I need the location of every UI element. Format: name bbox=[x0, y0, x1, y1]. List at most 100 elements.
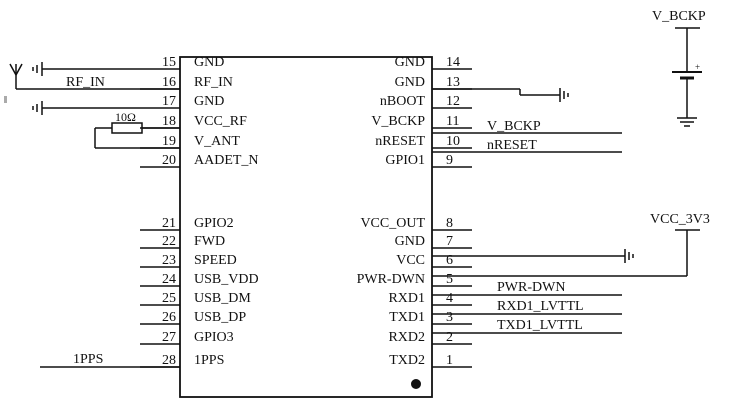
pin-number: 1 bbox=[446, 353, 453, 368]
pin-number: 16 bbox=[162, 75, 176, 90]
chip-pin-3: 3 TXD1 bbox=[389, 310, 472, 325]
pin-number: 26 bbox=[162, 310, 176, 325]
chip-pin-9: 9 GPIO1 bbox=[385, 153, 472, 168]
pin-name: AADET_N bbox=[194, 153, 259, 168]
chip-pin-8: 8 VCC_OUT bbox=[360, 216, 472, 231]
pin-number: 23 bbox=[162, 253, 176, 268]
pin1-marker-dot bbox=[411, 379, 421, 389]
pin-number: 20 bbox=[162, 153, 176, 168]
pin-number: 9 bbox=[446, 153, 453, 168]
pin-number: 6 bbox=[446, 253, 453, 268]
pin-number: 21 bbox=[162, 216, 176, 231]
pin-number: 13 bbox=[446, 75, 460, 90]
battery-icon bbox=[672, 27, 702, 127]
pps-net-label: 1PPS bbox=[73, 352, 103, 367]
pin-number: 7 bbox=[446, 234, 453, 249]
pin-name: GND bbox=[395, 75, 425, 90]
chip-pin-11: 11 V_BCKP bbox=[371, 114, 472, 129]
chip-pin-13: 13 GND bbox=[395, 75, 472, 90]
txd1-net-label: TXD1_LVTTL bbox=[497, 318, 583, 333]
pin-name: GND bbox=[194, 55, 224, 70]
pin-name: RXD1 bbox=[388, 291, 425, 306]
pin-name: V_ANT bbox=[194, 134, 240, 149]
pin-number: 2 bbox=[446, 330, 453, 345]
pin-number: 11 bbox=[446, 114, 459, 129]
pin-name: TXD2 bbox=[389, 353, 425, 368]
chip-pin-26: 26 USB_DP bbox=[140, 310, 246, 325]
pin-name: USB_DP bbox=[194, 310, 246, 325]
pin-name: USB_DM bbox=[194, 291, 251, 306]
pin-number: 22 bbox=[162, 234, 176, 249]
pin-name: VCC bbox=[396, 253, 425, 268]
vcc-3v3-wire bbox=[432, 229, 700, 277]
chip-pin-1: 1 TXD2 bbox=[389, 353, 472, 368]
ground-symbol-pin15 bbox=[32, 62, 140, 76]
pin-name: nRESET bbox=[375, 134, 425, 149]
chip-pin-16: 16 RF_IN bbox=[140, 75, 233, 90]
pin-number: 17 bbox=[162, 94, 176, 109]
pin-name: FWD bbox=[194, 234, 225, 249]
pin-name: GPIO1 bbox=[385, 153, 425, 168]
pin-number: 3 bbox=[446, 310, 453, 325]
chip-pin-22: 22 FWD bbox=[140, 234, 225, 249]
chip-pin-18: 18 VCC_RF bbox=[140, 114, 247, 129]
pin-name: GPIO2 bbox=[194, 216, 234, 231]
resistor-10ohm bbox=[94, 122, 180, 149]
chip-pin-23: 23 SPEED bbox=[140, 253, 237, 268]
chip-pin-12: 12 nBOOT bbox=[380, 94, 472, 109]
pin-number: 12 bbox=[446, 94, 460, 109]
pin-name: GPIO3 bbox=[194, 330, 234, 345]
pin-number: 18 bbox=[162, 114, 176, 129]
battery-plus-label: + bbox=[695, 62, 700, 72]
pin-number: 25 bbox=[162, 291, 176, 306]
v-bckp-net-label: V_BCKP bbox=[487, 119, 541, 134]
pin-name: GND bbox=[194, 94, 224, 109]
pin-number: 8 bbox=[446, 216, 453, 231]
pin-name: USB_VDD bbox=[194, 272, 259, 287]
rf-in-net-label: RF_IN bbox=[66, 75, 105, 90]
pin-name: 1PPS bbox=[194, 353, 224, 368]
chip-pin-19: 19 V_ANT bbox=[140, 134, 240, 149]
pin-number: 28 bbox=[162, 353, 176, 368]
pin-name: PWR-DWN bbox=[357, 272, 425, 287]
resistor-value-label: 10Ω bbox=[115, 110, 136, 124]
pin-name: RF_IN bbox=[194, 75, 233, 90]
chip-pin-20: 20 AADET_N bbox=[140, 153, 259, 168]
chip-pin-17: 17 GND bbox=[140, 94, 224, 109]
chip-pin-6: 6 VCC bbox=[396, 253, 472, 268]
pin-number: 24 bbox=[162, 272, 176, 287]
chip-pin-28: 28 1PPS bbox=[140, 353, 224, 368]
chip-body bbox=[179, 56, 433, 398]
pin-number: 14 bbox=[446, 55, 460, 70]
chip-pin-25: 25 USB_DM bbox=[140, 291, 251, 306]
pin-name: nBOOT bbox=[380, 94, 426, 109]
pin-name: TXD1 bbox=[389, 310, 425, 325]
pin-name: GND bbox=[395, 234, 425, 249]
chip-pin-21: 21 GPIO2 bbox=[140, 216, 234, 231]
pwr-dwn-net-label: PWR-DWN bbox=[497, 280, 565, 295]
ground-symbol-pin13 bbox=[432, 88, 569, 102]
pin-number: 19 bbox=[162, 134, 176, 149]
pin-name: V_BCKP bbox=[371, 114, 425, 129]
ground-symbol-pin7 bbox=[432, 249, 634, 263]
small-marker bbox=[4, 96, 7, 103]
pin-name: RXD2 bbox=[388, 330, 425, 345]
pin-name: VCC_RF bbox=[194, 114, 247, 129]
pin-number: 10 bbox=[446, 134, 460, 149]
nreset-net-label: nRESET bbox=[487, 138, 537, 153]
vcc-3v3-supply-label: VCC_3V3 bbox=[650, 212, 710, 227]
rxd1-net-label: RXD1_LVTTL bbox=[497, 299, 584, 314]
pin-name: VCC_OUT bbox=[360, 216, 425, 231]
antenna-icon bbox=[9, 63, 180, 90]
chip-pin-7: 7 GND bbox=[395, 234, 472, 249]
chip-pin-10: 10 nRESET bbox=[375, 134, 472, 149]
chip-pin-24: 24 USB_VDD bbox=[140, 272, 259, 287]
pin-name: SPEED bbox=[194, 253, 237, 268]
chip-pin-2: 2 RXD2 bbox=[388, 330, 472, 345]
